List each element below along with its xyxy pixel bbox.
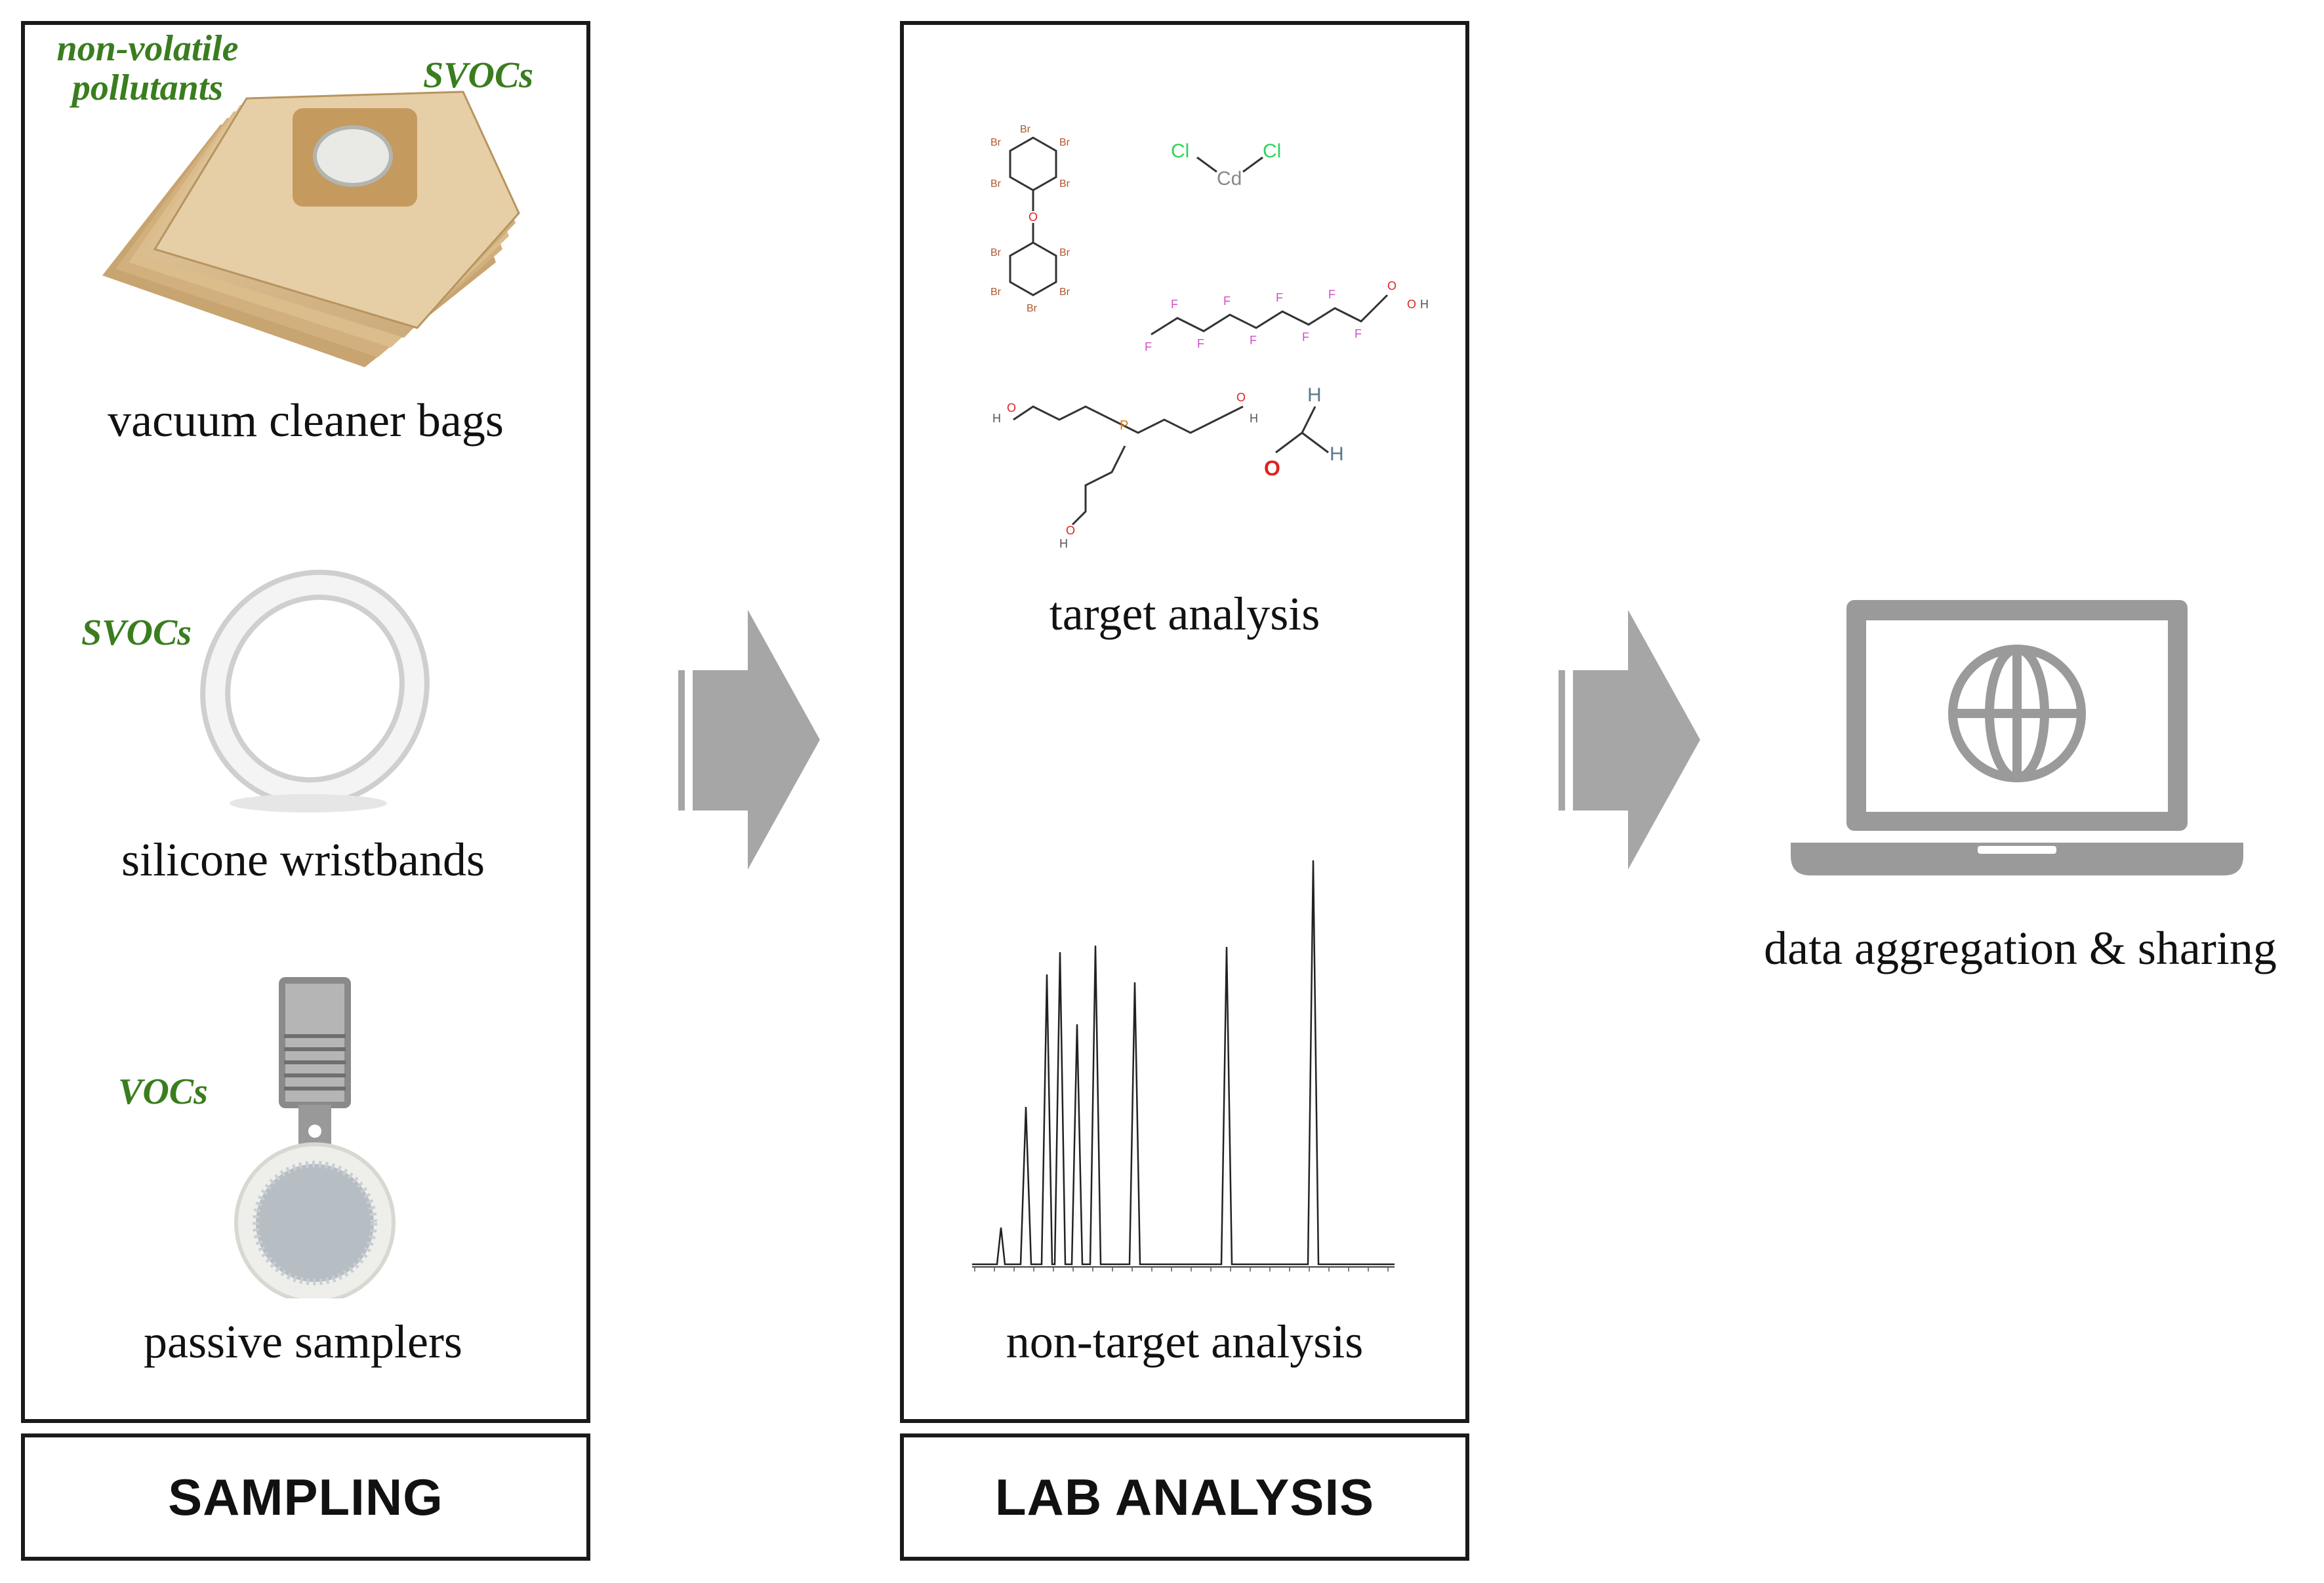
atom-br: Br [1027,303,1038,314]
atom-h: H [1420,298,1429,311]
caption-passive-samplers: passive samplers [144,1315,462,1368]
atom-br: Br [990,137,1002,148]
arrow-right-icon [1559,610,1700,870]
arrow-right-icon [678,610,820,870]
atom-f: F [1171,298,1178,311]
atom-br: Br [1020,124,1031,135]
silicone-wristband-image [200,569,430,812]
atom-h: H [1330,443,1344,465]
atom-f: F [1328,288,1335,301]
atom-cl: Cl [1171,140,1189,162]
atom-o: O [1264,456,1280,480]
atom-br: Br [990,287,1002,298]
atom-h: H [1307,384,1322,406]
atom-f: F [1302,331,1309,344]
atom-o: O [1029,210,1038,224]
atom-p: P [1120,418,1128,433]
laptop-globe-icon [1791,600,2243,875]
atom-f: F [1276,291,1283,304]
atom-h: H [1059,537,1068,550]
caption-non-target-analysis: non-target analysis [1006,1315,1364,1368]
atom-f: F [1223,294,1231,308]
caption-target-analysis: target analysis [1049,588,1320,640]
tag-svocs-wristband: SVOCs [81,612,192,653]
tag-svocs-bags: SVOCs [423,55,534,96]
passive-sampler-image [234,977,396,1298]
atom-br: Br [990,247,1002,258]
atom-o: O [1387,279,1396,292]
atom-cd: Cd [1217,168,1242,190]
atom-h: H [992,412,1001,425]
atom-o: O [1007,401,1016,414]
molecule-structures: Br Br Br Br Br Br Br Br Br Br O Cl Cl Cd… [990,124,1429,550]
atom-br: Br [1059,178,1070,190]
atom-h: H [1250,412,1258,425]
atom-f: F [1250,334,1257,347]
caption-silicone-wristbands: silicone wristbands [121,833,485,886]
atom-br: Br [1059,287,1070,298]
chromatogram-image [972,860,1395,1272]
atom-f: F [1355,327,1362,340]
caption-vacuum-cleaner-bags: vacuum cleaner bags [108,394,504,447]
atom-o: O [1066,524,1075,537]
lab-analysis-panel [900,21,1469,1423]
caption-data-aggregation-sharing: data aggregation & sharing [1764,922,2277,974]
atom-br: Br [1059,137,1070,148]
tag-vocs: VOCs [118,1072,208,1112]
lab-analysis-label: LAB ANALYSIS [900,1433,1469,1561]
atom-f: F [1197,337,1204,350]
atom-f: F [1145,340,1152,353]
atom-o: O [1407,298,1416,311]
atom-br: Br [1059,247,1070,258]
sampling-label: SAMPLING [21,1433,590,1561]
atom-o: O [1236,391,1246,404]
atom-br: Br [990,178,1002,190]
atom-cl: Cl [1263,140,1281,162]
vacuum-bag-image [102,90,520,367]
